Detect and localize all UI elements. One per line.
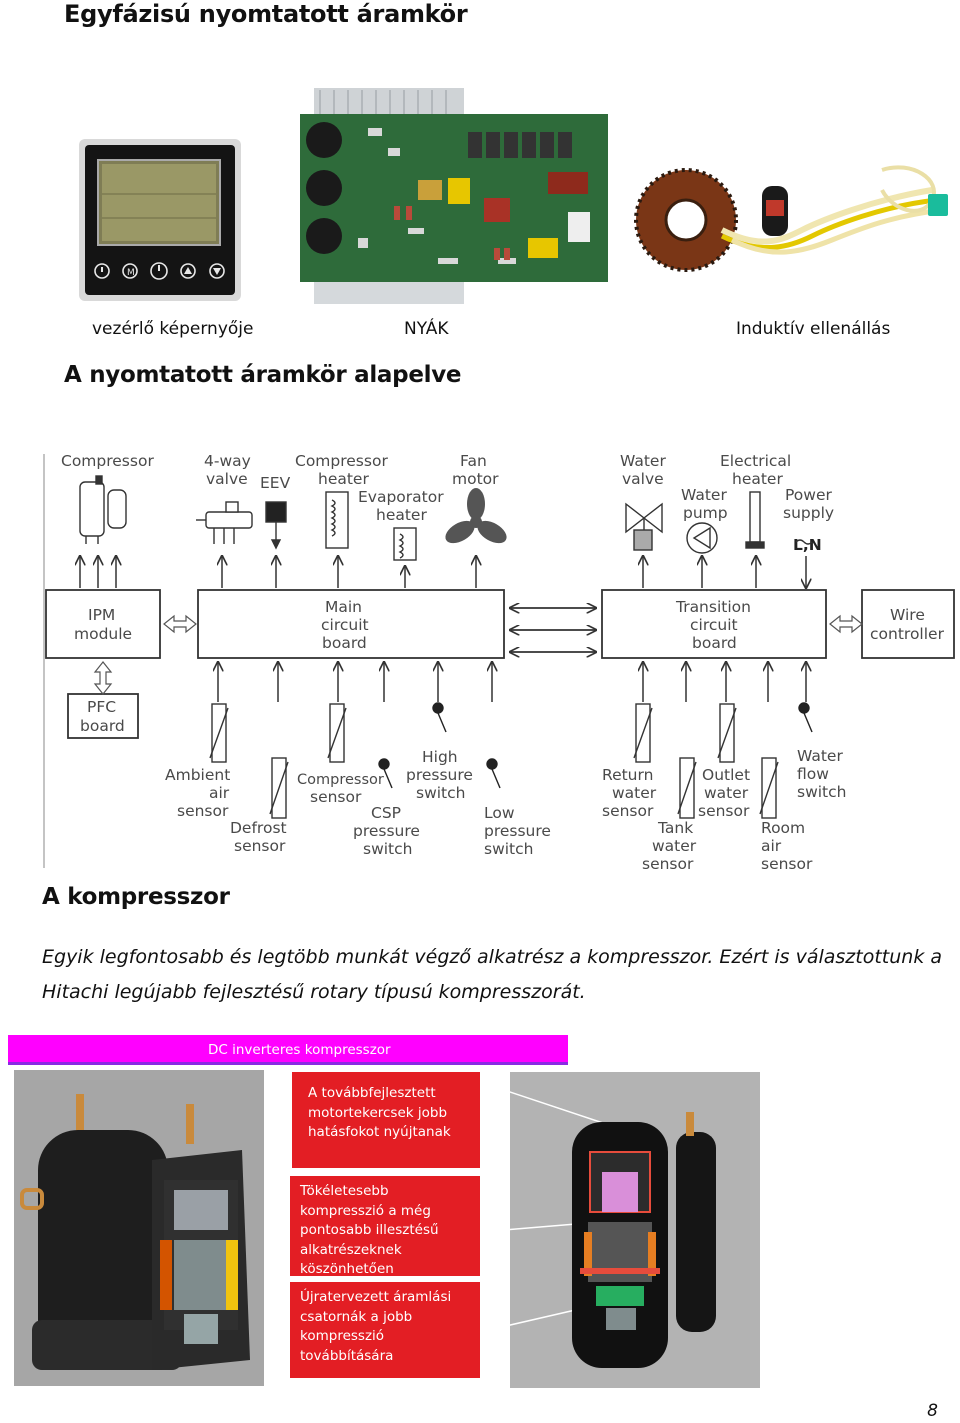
feature-box-flow: Újratervezett áramlási csatornák a jobb … <box>290 1282 480 1378</box>
controller-screen-photo: M <box>78 138 242 302</box>
electrical-heater-icon <box>745 491 765 549</box>
label-evap-heater-1: Evaporator <box>358 488 444 506</box>
high-1: High <box>422 748 458 766</box>
caption-inductor: Induktív ellenállás <box>736 319 891 339</box>
csp-3: switch <box>363 840 412 858</box>
section-heading-compressor: A kompresszor <box>42 884 230 910</box>
water-pump-icon <box>686 522 718 554</box>
circuit-diagram: Compressor 4-way valve EEV Compressor he… <box>0 440 960 880</box>
rotary-compressor-photo <box>479 1072 760 1388</box>
high-3: switch <box>416 784 465 802</box>
wire-label-1: Wire <box>890 606 925 624</box>
caption-pcb: NYÁK <box>404 319 449 339</box>
tank-1: Tank <box>657 819 693 837</box>
ipm-module-box <box>45 589 161 659</box>
ambient-2: air <box>209 784 230 802</box>
water-valve-icon <box>625 502 663 551</box>
high-2: pressure <box>406 766 473 784</box>
pcb-photo <box>298 88 610 304</box>
label-water-valve-1: Water <box>620 452 666 470</box>
comp-sensor-1: Compressor <box>297 772 384 788</box>
compressor-heater-icon <box>325 491 349 549</box>
transition-label-3: board <box>692 634 737 652</box>
feature-box-motor: A továbbfejlesztett motortekercsek jobb … <box>292 1072 480 1168</box>
flow-3: switch <box>797 783 846 801</box>
room-2: air <box>761 837 782 855</box>
section-heading-principle: A nyomtatott áramkör alapelve <box>64 362 462 388</box>
csp-2: pressure <box>353 822 420 840</box>
evaporator-heater-icon <box>393 527 417 561</box>
main-label-3: board <box>322 634 367 652</box>
ambient-1: Ambient <box>165 766 230 784</box>
return-3: sensor <box>602 802 654 820</box>
label-water-valve-2: valve <box>622 470 664 488</box>
comp-sensor-2: sensor <box>310 788 362 806</box>
label-comp-heater-1: Compressor <box>295 452 388 470</box>
csp-1: CSP <box>371 804 401 822</box>
pfc-board-box <box>67 693 139 739</box>
main-board-box <box>197 589 505 659</box>
caption-controller: vezérlő képernyője <box>92 319 254 339</box>
label-eev: EEV <box>260 474 291 492</box>
outlet-3: sensor <box>698 802 750 820</box>
label-4way-2: valve <box>206 470 248 488</box>
four-way-valve-icon <box>196 501 253 544</box>
transition-label-2: circuit <box>690 616 738 634</box>
pfc-label-2: board <box>80 717 125 735</box>
transition-board-box <box>601 589 827 659</box>
outlet-2: water <box>704 784 749 802</box>
label-elec-heater-2: heater <box>732 470 783 488</box>
return-2: water <box>612 784 657 802</box>
label-evap-heater-2: heater <box>376 506 427 524</box>
inductor-photo <box>632 160 954 290</box>
room-3: sensor <box>761 855 813 873</box>
defrost-1: Defrost <box>230 819 287 837</box>
fan-icon <box>445 488 507 544</box>
label-power-2: supply <box>783 504 834 522</box>
wire-controller-box <box>861 589 955 659</box>
page-title: Egyfázisú nyomtatott áramkör <box>64 0 468 28</box>
tank-3: sensor <box>642 855 694 873</box>
compressor-paragraph: Egyik legfontosabb és legtöbb munkát vég… <box>42 946 943 1003</box>
label-water-pump-2: pump <box>683 504 728 522</box>
label-comp-heater-2: heater <box>318 470 369 488</box>
wire-label-2: controller <box>870 625 945 643</box>
low-2: pressure <box>484 822 551 840</box>
ambient-3: sensor <box>177 802 229 820</box>
ipm-label-1: IPM <box>88 606 115 624</box>
return-1: Return <box>602 766 653 784</box>
label-power-3: L,N <box>793 536 822 554</box>
board-link-arrows <box>93 614 863 695</box>
label-elec-heater-1: Electrical <box>720 452 791 470</box>
label-compressor: Compressor <box>61 452 154 470</box>
switch-symbols <box>378 702 813 789</box>
outlet-1: Outlet <box>702 766 750 784</box>
label-4way-1: 4-way <box>204 452 251 470</box>
compressor-cutaway-photo <box>14 1070 264 1386</box>
page-number: 8 <box>927 1401 938 1421</box>
svg-text:M: M <box>127 268 135 278</box>
feature-box-compression: Tökéletesebb kompresszió a még pontosabb… <box>290 1176 480 1277</box>
sensor-symbols <box>209 703 779 819</box>
compressor-banner: DC inverteres kompresszor <box>8 1035 568 1065</box>
power-supply-icon <box>795 539 813 545</box>
transition-label-1: Transition <box>675 598 751 616</box>
pfc-label-1: PFC <box>87 698 116 716</box>
compressor-icon <box>79 475 127 544</box>
tank-2: water <box>652 837 697 855</box>
flow-1: Water <box>797 747 843 765</box>
defrost-2: sensor <box>234 837 286 855</box>
ipm-label-2: module <box>74 625 132 643</box>
label-power-1: Power <box>785 486 832 504</box>
eev-icon <box>265 501 287 550</box>
main-label-2: circuit <box>321 616 369 634</box>
label-water-pump-1: Water <box>681 486 727 504</box>
flow-2: flow <box>797 765 829 783</box>
main-label-1: Main <box>325 598 362 616</box>
low-3: switch <box>484 840 533 858</box>
label-fan-1: Fan <box>460 452 487 470</box>
label-fan-2: motor <box>452 470 499 488</box>
low-1: Low <box>484 804 515 822</box>
room-1: Room <box>761 819 805 837</box>
